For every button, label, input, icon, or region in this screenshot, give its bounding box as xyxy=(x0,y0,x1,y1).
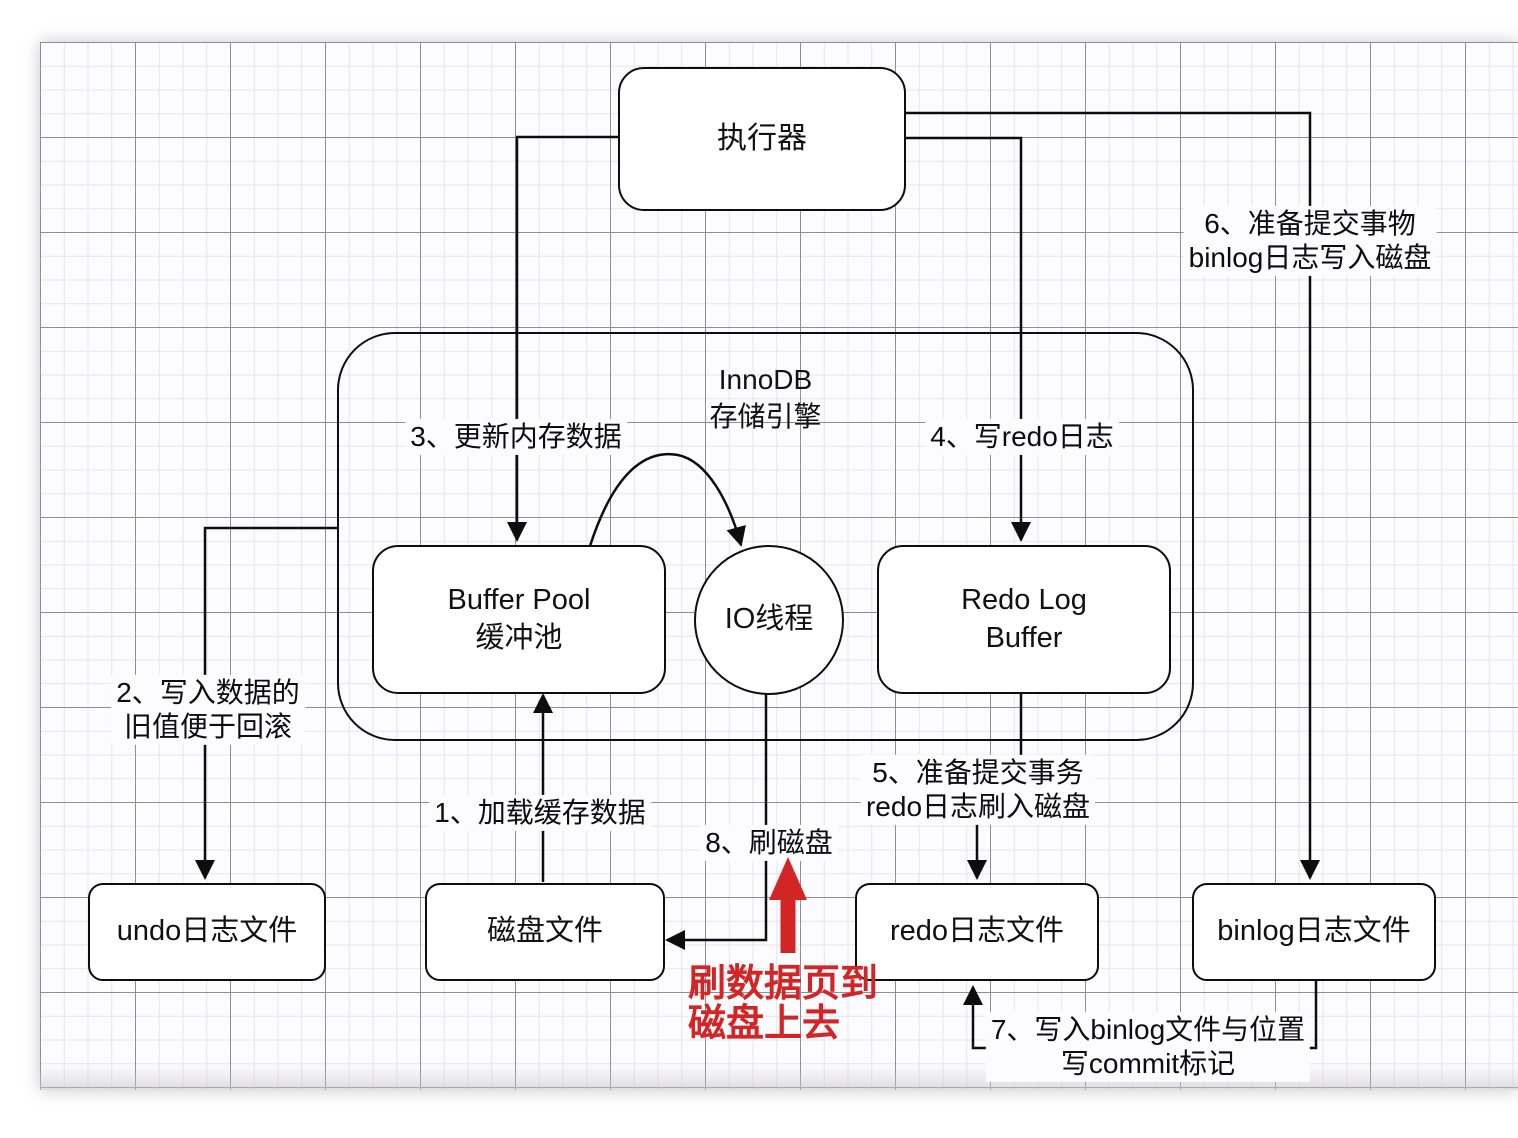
arrow-step4-write-redo xyxy=(902,136,1031,542)
innodb-title-line2: 存储引擎 xyxy=(709,400,822,432)
arrow-bufferpool-to-iothread xyxy=(588,452,746,547)
disk-file-node: 磁盘文件 xyxy=(425,883,665,981)
step-6-label: 6、准备提交事物 binlog日志写入磁盘 xyxy=(1183,205,1437,277)
buffer-pool-line1: Buffer Pool xyxy=(447,584,591,617)
redo-log-buffer-node: Redo Log Buffer xyxy=(877,545,1171,694)
redo-log-buffer-line1: Redo Log xyxy=(961,584,1087,617)
step-3-label: 3、更新内存数据 xyxy=(405,418,627,456)
redo-log-file-node: redo日志文件 xyxy=(855,883,1099,981)
executor-label: 执行器 xyxy=(717,121,807,155)
red-flush-note: 刷数据页到 磁盘上去 xyxy=(688,963,879,1045)
io-thread-node: IO线程 xyxy=(694,545,844,695)
step-5-label: 5、准备提交事务 redo日志刷入磁盘 xyxy=(860,754,1096,826)
io-thread-label: IO线程 xyxy=(724,603,814,636)
step-4-label: 4、写redo日志 xyxy=(925,418,1119,456)
buffer-pool-node: Buffer Pool 缓冲池 xyxy=(372,545,666,694)
binlog-file-label: binlog日志文件 xyxy=(1217,915,1411,948)
binlog-file-node: binlog日志文件 xyxy=(1192,883,1436,981)
buffer-pool-line2: 缓冲池 xyxy=(475,621,563,654)
arrow-step3-update-memory xyxy=(507,135,618,542)
arrow-step8-flush-disk xyxy=(665,691,768,950)
step-7-label: 7、写入binlog文件与位置 写commit标记 xyxy=(985,1011,1311,1083)
arrow-step6-write-binlog xyxy=(902,111,1320,880)
undo-log-file-node: undo日志文件 xyxy=(88,883,326,981)
arrow-step2-undo-old-value xyxy=(195,526,338,880)
innodb-title-line1: InnoDB xyxy=(718,364,813,395)
executor-node: 执行器 xyxy=(618,67,906,211)
disk-file-label: 磁盘文件 xyxy=(486,915,603,948)
redo-log-buffer-line2: Buffer xyxy=(985,621,1063,654)
undo-log-file-label: undo日志文件 xyxy=(116,915,298,948)
step-2-label: 2、写入数据的 旧值便于回滚 xyxy=(111,674,305,746)
redo-log-file-label: redo日志文件 xyxy=(889,915,1065,948)
innodb-engine-title: InnoDB 存储引擎 xyxy=(709,362,821,436)
step-8-label: 8、刷磁盘 xyxy=(700,824,838,862)
step-1-label: 1、加载缓存数据 xyxy=(429,794,651,832)
